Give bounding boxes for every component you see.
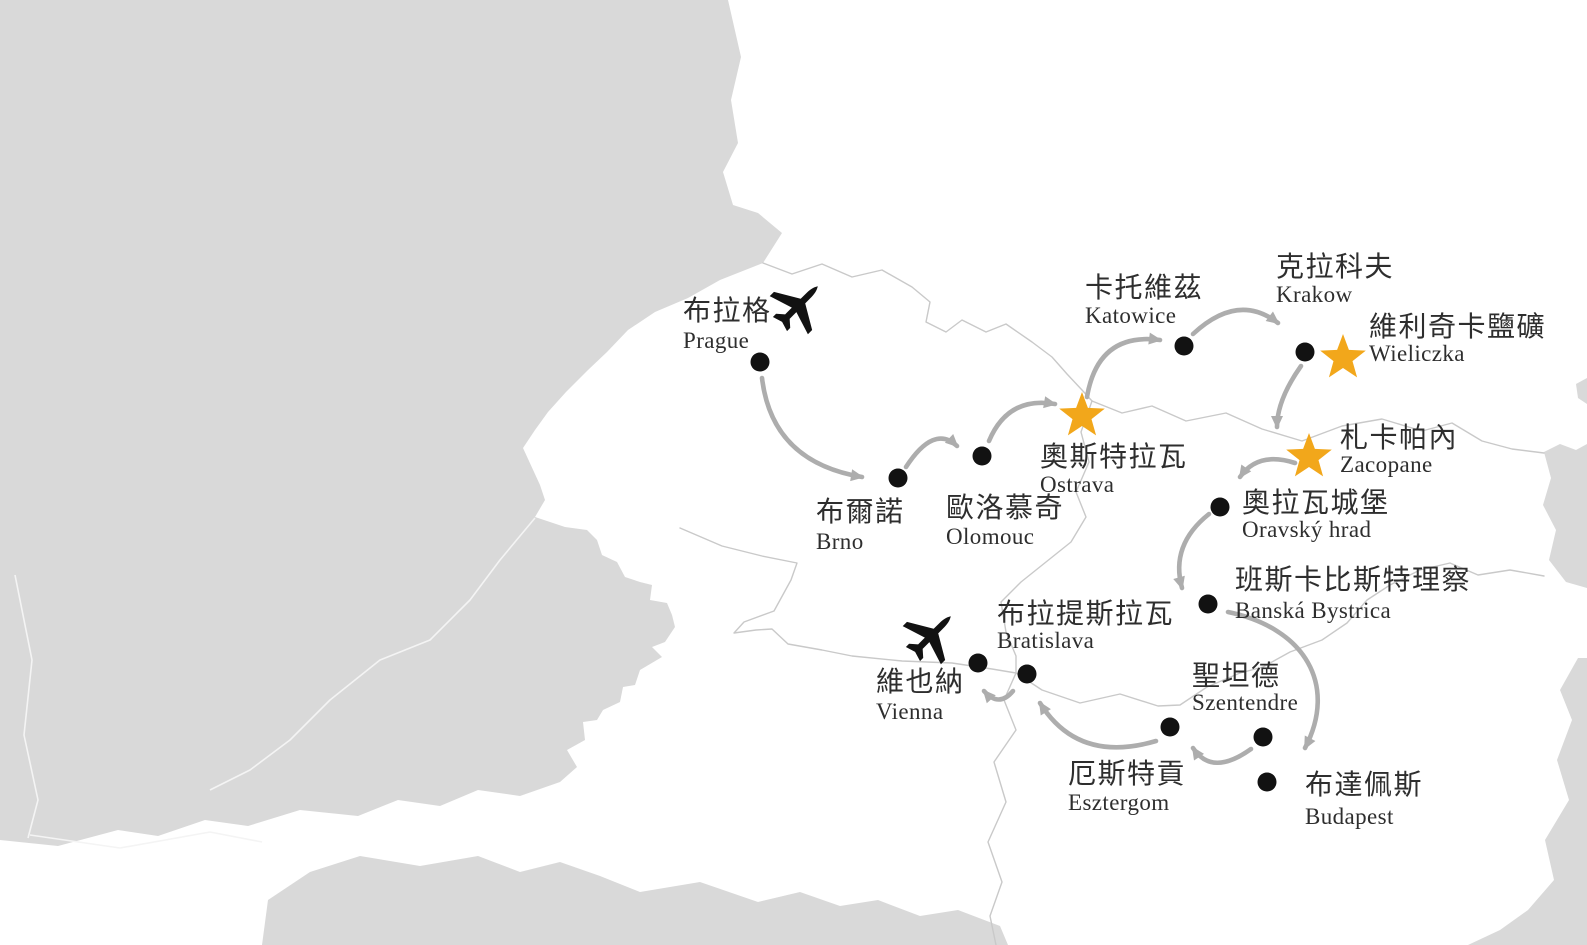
city-label-krakow: 克拉科夫 Krakow xyxy=(1276,251,1394,307)
dot-marker-oravsky xyxy=(1210,497,1230,517)
city-label-en-budapest: Budapest xyxy=(1305,804,1394,829)
city-label-en-wieliczka: Wieliczka xyxy=(1369,341,1465,366)
city-label-en-vienna: Vienna xyxy=(876,699,943,724)
city-label-zh-olomouc: 歐洛慕奇 xyxy=(946,492,1064,524)
dot-marker-brno xyxy=(888,468,908,488)
dot-marker-vienna xyxy=(968,653,988,673)
city-label-zh-esztergom: 厄斯特貢 xyxy=(1068,758,1186,790)
airplane-icon-vienna xyxy=(902,616,951,665)
dot-marker-krakow xyxy=(1295,342,1315,362)
country-borders xyxy=(679,262,1545,945)
route-arrow-zacopane-oravsky xyxy=(1237,456,1298,480)
border-pl-sk xyxy=(1091,400,1545,454)
city-label-en-zacopane: Zacopane xyxy=(1340,452,1433,477)
city-label-en-banska: Banská Bystrica xyxy=(1235,598,1391,623)
country-shape-topright-bit xyxy=(1576,378,1587,404)
route-arrow-ostrava-katowice xyxy=(1084,332,1163,400)
city-label-esztergom: 厄斯特貢 Esztergom xyxy=(1068,758,1186,815)
city-label-bratislava: 布拉提斯拉瓦 Bratislava xyxy=(997,598,1174,653)
border-at-hu xyxy=(987,672,1017,945)
city-label-szentendre: 聖坦德 Szentendre xyxy=(1192,660,1298,715)
city-label-oravsky: 奧拉瓦城堡 Oravský hrad xyxy=(1242,487,1390,542)
city-label-en-katowice: Katowice xyxy=(1085,303,1176,328)
city-label-ostrava: 奧斯特拉瓦 Ostrava xyxy=(1040,441,1188,497)
dot-marker-budapest xyxy=(1257,772,1277,792)
inner-border-line xyxy=(29,831,263,849)
border-sk-hu xyxy=(1015,562,1545,707)
dot-marker-olomouc xyxy=(972,446,992,466)
route-arrow-katowice-krakow xyxy=(1190,307,1281,337)
dot-marker-bratislava xyxy=(1017,664,1037,684)
star-marker-ostrava xyxy=(1059,392,1105,436)
dot-marker-esztergom xyxy=(1160,717,1180,737)
dot-marker-katowice xyxy=(1174,336,1194,356)
city-label-zh-bratislava: 布拉提斯拉瓦 xyxy=(997,598,1174,630)
route-arrow-brno-olomouc xyxy=(903,434,960,470)
city-label-wieliczka: 維利奇卡鹽礦 Wieliczka xyxy=(1369,311,1546,366)
city-label-prague: 布拉格 Prague xyxy=(683,295,772,353)
city-label-zh-szentendre: 聖坦德 xyxy=(1192,660,1281,692)
city-label-katowice: 卡托維茲 Katowice xyxy=(1085,272,1203,328)
city-label-zh-banska: 班斯卡比斯特理察 xyxy=(1235,564,1471,596)
dot-marker-prague xyxy=(750,352,770,372)
route-arrows xyxy=(759,307,1321,765)
border-cz-pl xyxy=(762,262,1093,402)
city-label-zh-katowice: 卡托維茲 xyxy=(1085,272,1203,304)
route-arrow-szentendre-esztergom xyxy=(1190,745,1254,765)
city-label-zacopane: 札卡帕內 Zacopane xyxy=(1340,422,1458,477)
route-arrow-bratislava-vienna xyxy=(981,688,1016,704)
city-label-zh-budapest: 布達佩斯 xyxy=(1305,769,1423,801)
route-arrow-krakow-zacopane xyxy=(1271,363,1304,430)
city-label-zh-vienna: 維也納 xyxy=(876,666,965,698)
country-shape-south-band xyxy=(262,856,1008,945)
route-arrow-oravsky-banska xyxy=(1173,511,1212,591)
city-label-en-szentendre: Szentendre xyxy=(1192,690,1298,715)
city-label-en-prague: Prague xyxy=(683,328,749,353)
star-marker-zacopane xyxy=(1286,433,1332,477)
city-markers xyxy=(750,334,1366,792)
city-label-zh-wieliczka: 維利奇卡鹽礦 xyxy=(1369,311,1546,343)
city-label-banska: 班斯卡比斯特理察 Banská Bystrica xyxy=(1235,564,1471,623)
city-label-vienna: 維也納 Vienna xyxy=(876,666,965,724)
country-shape-ukraine-sliver xyxy=(1543,444,1587,588)
city-label-zh-prague: 布拉格 xyxy=(683,295,772,327)
route-arrow-banska-budapest xyxy=(1225,609,1321,751)
route-arrow-olomouc-ostrava xyxy=(986,396,1058,444)
airplane-icon-prague xyxy=(769,286,818,335)
city-label-budapest: 布達佩斯 Budapest xyxy=(1305,769,1423,829)
city-label-en-esztergom: Esztergom xyxy=(1068,790,1170,815)
city-label-en-oravsky: Oravský hrad xyxy=(1242,517,1371,542)
inner-border-line xyxy=(14,574,39,839)
city-label-en-krakow: Krakow xyxy=(1276,282,1353,307)
city-label-en-brno: Brno xyxy=(816,529,864,554)
border-cz-at xyxy=(679,527,1017,674)
country-shape-germany-alps xyxy=(0,0,782,846)
route-arrow-esztergom-bratislava xyxy=(1037,700,1159,750)
city-label-zh-krakow: 克拉科夫 xyxy=(1276,251,1394,283)
dot-marker-banska xyxy=(1198,594,1218,614)
dot-marker-szentendre xyxy=(1253,727,1273,747)
inner-border-line xyxy=(209,517,536,791)
city-labels: 布拉格 Prague 布爾諾 Brno 歐洛慕奇 Olomouc 奧斯特拉瓦 O… xyxy=(683,251,1546,829)
city-label-brno: 布爾諾 Brno xyxy=(816,496,905,554)
country-shape-southeast xyxy=(1468,658,1587,945)
star-marker-wieliczka xyxy=(1320,334,1366,378)
border-cz-sk xyxy=(1000,400,1093,674)
city-label-en-ostrava: Ostrava xyxy=(1040,472,1114,497)
city-label-zh-ostrava: 奧斯特拉瓦 xyxy=(1040,441,1188,473)
city-label-en-bratislava: Bratislava xyxy=(997,628,1094,653)
city-label-zh-zacopane: 札卡帕內 xyxy=(1340,422,1458,454)
city-label-zh-brno: 布爾諾 xyxy=(816,496,905,528)
city-label-olomouc: 歐洛慕奇 Olomouc xyxy=(946,492,1064,549)
route-arrow-prague-brno xyxy=(759,375,865,482)
city-label-zh-oravsky: 奧拉瓦城堡 xyxy=(1242,487,1390,519)
city-label-en-olomouc: Olomouc xyxy=(946,524,1034,549)
